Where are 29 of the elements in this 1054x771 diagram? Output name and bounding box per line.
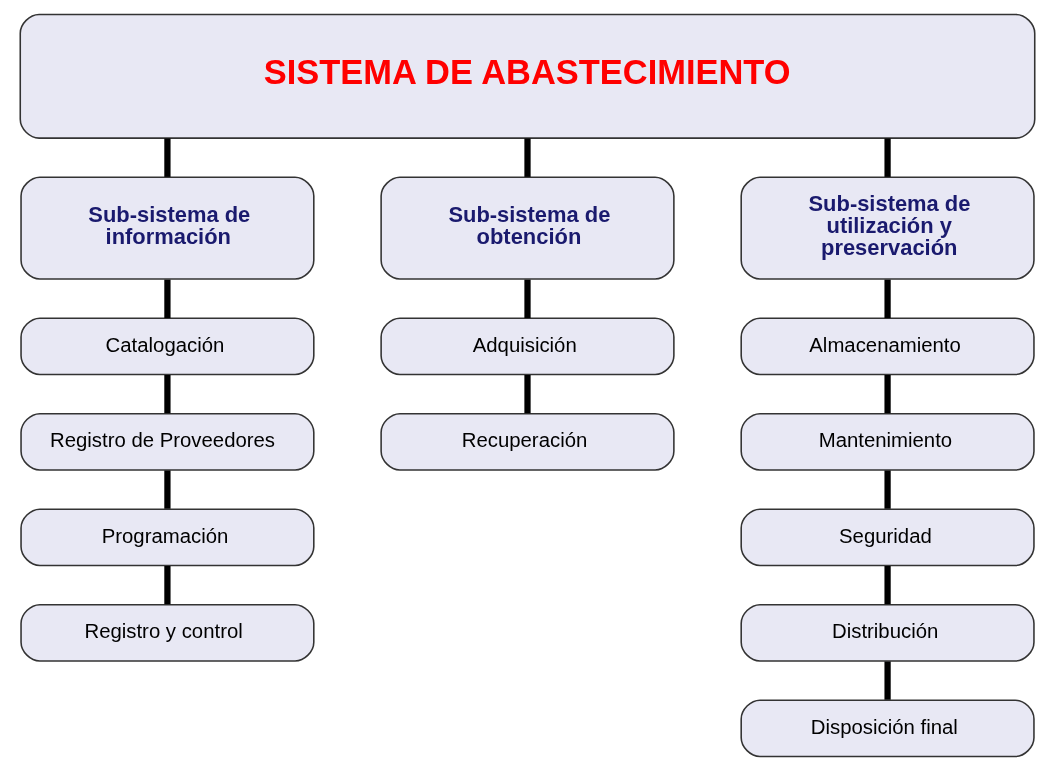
node-box: Sub-sistema de obtención <box>379 176 675 280</box>
node-box: Disposición final <box>739 699 1035 758</box>
connector <box>163 375 171 414</box>
node-box: SISTEMA DE ABASTECIMIENTO <box>18 13 1036 139</box>
node-box: Recuperación <box>379 412 675 471</box>
node-box: Seguridad <box>739 508 1035 567</box>
connector <box>523 138 531 177</box>
connector <box>883 138 891 177</box>
node-box: Adquisición <box>379 317 675 376</box>
node-box: Programación <box>19 508 315 567</box>
connector <box>523 375 531 414</box>
connector <box>883 661 891 700</box>
connector <box>523 279 531 319</box>
connector <box>163 470 171 509</box>
node-box: Registro y control <box>19 603 315 662</box>
connector <box>883 279 891 319</box>
node-box: Sub-sistema de información <box>19 176 315 280</box>
node-box: Catalogación <box>19 317 315 376</box>
node-box: Registro de Proveedores <box>19 412 315 471</box>
node-box: Almacenamiento <box>739 317 1035 376</box>
connector <box>883 470 891 509</box>
connector <box>883 566 891 605</box>
connector <box>883 375 891 414</box>
node-box: Sub-sistema de utilización y preservación <box>739 176 1035 280</box>
node-box: Mantenimiento <box>739 412 1035 471</box>
connector <box>163 279 171 319</box>
node-box: Distribución <box>739 603 1035 662</box>
connector <box>163 138 171 177</box>
connector <box>163 566 171 605</box>
